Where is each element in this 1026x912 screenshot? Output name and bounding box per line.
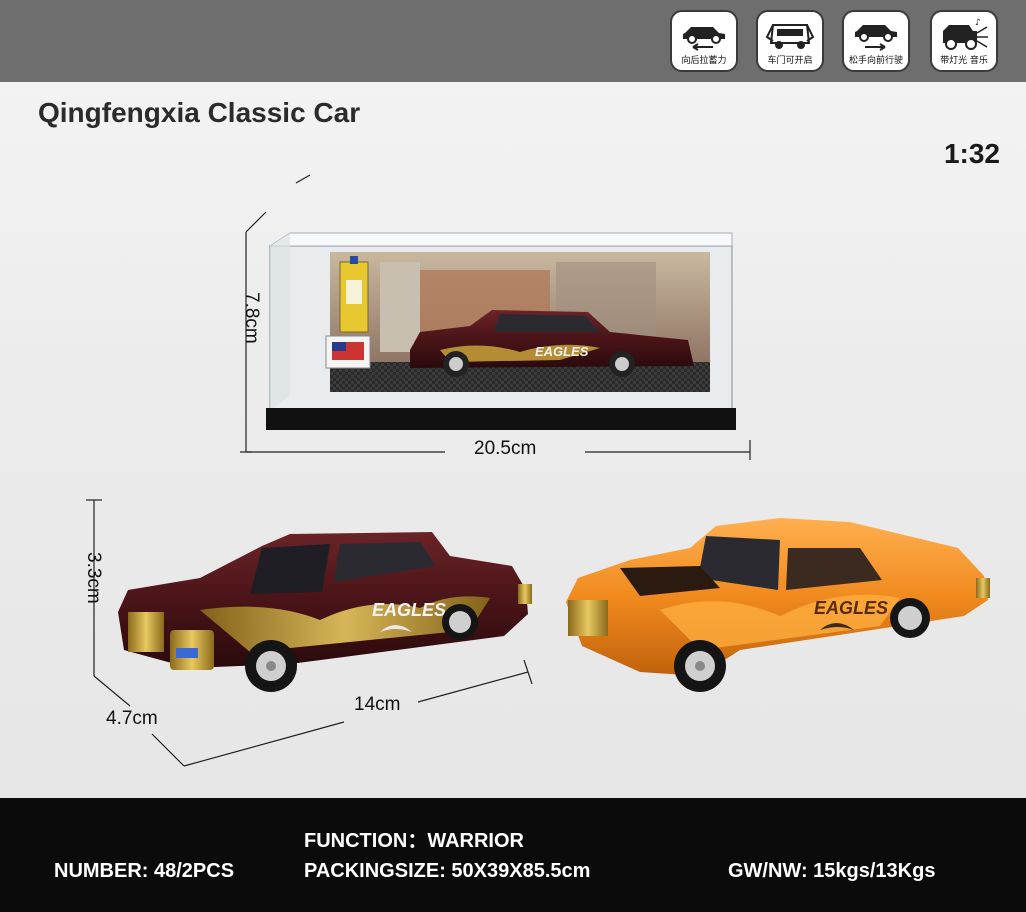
car-width-label: 4.7cm <box>106 708 158 729</box>
scale-label: 1:32 <box>943 138 1000 169</box>
feature-label: 车门可开启 <box>767 56 813 66</box>
product-panel <box>0 82 1026 798</box>
feature-label: 带灯光 音乐 <box>940 56 988 66</box>
packing-size-spec: PACKINGSIZE: 50X39X85.5cm <box>304 860 591 882</box>
pullback-car-icon <box>683 27 725 51</box>
svg-text:♪: ♪ <box>975 18 981 28</box>
case-height-label: 7.8cm <box>241 292 262 344</box>
header-bar: 向后拉蓄力 车门可开启 松手向前行驶 ♪ 带灯光 音乐 <box>0 0 1026 82</box>
orange-car-logo: EAGLES <box>814 598 888 618</box>
case-width-label: 20.5cm <box>474 438 537 459</box>
forward-release-car-icon <box>855 25 897 51</box>
feature-badge-pullback: 向后拉蓄力 <box>670 10 738 72</box>
feature-badge-forward: 松手向前行驶 <box>842 10 910 72</box>
case-base <box>266 408 736 430</box>
case-dimension-lines <box>240 174 751 460</box>
car-dimension-lines <box>86 499 533 767</box>
open-doors-car-icon <box>765 24 815 49</box>
feature-label: 向后拉蓄力 <box>681 56 727 66</box>
lights-music-car-icon: ♪ <box>943 18 988 50</box>
feature-badge-lights-music: ♪ 带灯光 音乐 <box>930 10 998 72</box>
weight-spec: GW/NW: 15kgs/13Kgs <box>728 860 936 882</box>
orange-car: EAGLES <box>566 518 990 692</box>
spec-bar <box>0 798 1026 912</box>
display-case: EAGLES <box>266 232 736 430</box>
feature-badge-doors: 车门可开启 <box>756 10 824 72</box>
car-length-label: 14cm <box>354 694 401 715</box>
maroon-car-logo: EAGLES <box>372 600 446 620</box>
product-title: Qingfengxia Classic Car <box>38 97 361 128</box>
case-car-logo: EAGLES <box>535 344 589 359</box>
car-height-label: 3.3cm <box>83 552 104 604</box>
number-spec: NUMBER: 48/2PCS <box>54 860 235 882</box>
maroon-car: EAGLES <box>118 532 532 692</box>
feature-label: 松手向前行驶 <box>848 56 903 66</box>
function-spec: FUNCTION：WARRIOR <box>304 830 524 852</box>
